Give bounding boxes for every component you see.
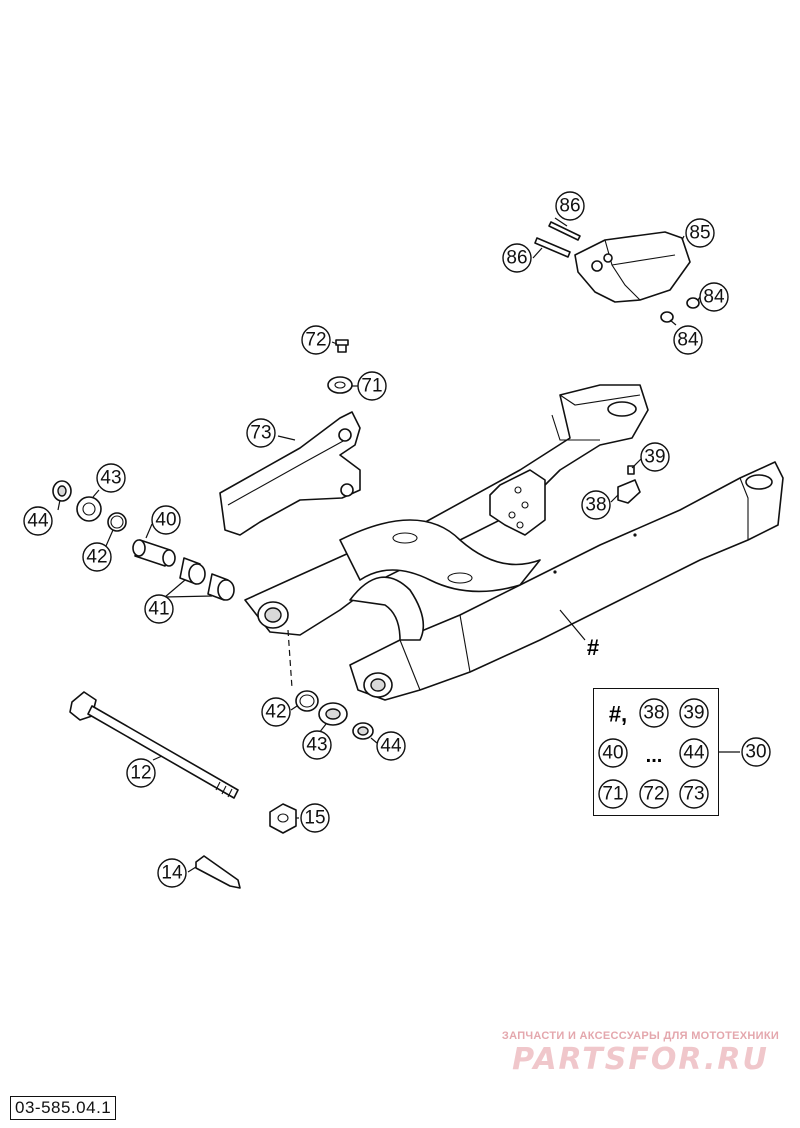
svg-text:72: 72 xyxy=(305,330,326,351)
svg-text:86: 86 xyxy=(506,248,527,269)
callout-43-upper: 43 xyxy=(96,463,126,493)
callout-15: 15 xyxy=(300,803,330,833)
callout-43-lower: 43 xyxy=(302,730,332,760)
washer-part xyxy=(327,376,353,394)
callout-85: 85 xyxy=(685,218,715,248)
cap-nut-part xyxy=(660,297,700,323)
lower-bearing-part xyxy=(318,702,348,726)
callout-44-lower: 44 xyxy=(376,731,406,761)
svg-text:71: 71 xyxy=(361,376,382,397)
callout-72: 72 xyxy=(301,325,331,355)
callout-39: 39 xyxy=(640,442,670,472)
chain-guide-part xyxy=(574,231,691,303)
drawing-code-label: 03-585.04.1 xyxy=(10,1096,117,1120)
svg-text:86: 86 xyxy=(559,196,580,217)
svg-text:43: 43 xyxy=(306,735,327,756)
svg-text:42: 42 xyxy=(265,702,286,723)
callout-86-upper: 86 xyxy=(555,191,585,221)
frame-marker: # xyxy=(587,635,599,660)
svg-text:12: 12 xyxy=(130,763,151,784)
callout-38: 38 xyxy=(581,490,611,520)
svg-text:73: 73 xyxy=(250,423,271,444)
callout-42-lower: 42 xyxy=(261,697,291,727)
bolt-part xyxy=(534,221,581,258)
ring-part xyxy=(107,512,127,532)
callout-30: 30 xyxy=(741,737,771,767)
callout-84-upper: 84 xyxy=(699,282,729,312)
svg-text:44: 44 xyxy=(683,743,705,764)
svg-text:30: 30 xyxy=(745,742,766,763)
callout-41: 41 xyxy=(144,594,174,624)
callout-71: 71 xyxy=(357,371,387,401)
svg-text:38: 38 xyxy=(585,495,606,516)
watermark: ЗАПЧАСТИ И АКСЕССУАРЫ ДЛЯ МОТОТЕХНИКИ PA… xyxy=(488,1030,793,1078)
svg-text:38: 38 xyxy=(643,703,664,724)
svg-text:44: 44 xyxy=(27,511,49,532)
legend-item-44: 44 xyxy=(679,738,709,768)
callout-40: 40 xyxy=(151,505,181,535)
svg-text:84: 84 xyxy=(703,287,725,308)
legend-item-40: 40 xyxy=(598,738,628,768)
legend-item-72: 72 xyxy=(639,779,669,809)
svg-text:72: 72 xyxy=(643,784,664,805)
swingarm-frame xyxy=(244,384,784,701)
lower-seal-part xyxy=(352,722,374,740)
svg-text:14: 14 xyxy=(161,863,183,884)
svg-text:42: 42 xyxy=(86,547,107,568)
watermark-caption: ЗАПЧАСТИ И АКСЕССУАРЫ ДЛЯ МОТОТЕХНИКИ xyxy=(501,1030,780,1042)
svg-text:44: 44 xyxy=(380,736,402,757)
callout-14: 14 xyxy=(157,858,187,888)
svg-text:15: 15 xyxy=(304,808,325,829)
callout-44-upper: 44 xyxy=(23,506,53,536)
bushing-part xyxy=(132,539,176,567)
legend-hash: #, xyxy=(609,702,627,727)
seal-part xyxy=(52,480,72,502)
svg-text:85: 85 xyxy=(689,223,710,244)
watermark-logo: PARTSFOR.RU xyxy=(512,1042,769,1077)
svg-text:43: 43 xyxy=(100,468,121,489)
clip-part xyxy=(617,465,641,504)
needle-bearing-part xyxy=(179,557,235,601)
legend-item-39: 39 xyxy=(679,698,709,728)
svg-text:84: 84 xyxy=(677,330,699,351)
svg-text:41: 41 xyxy=(148,599,169,620)
svg-text:40: 40 xyxy=(602,743,623,764)
callout-84-lower: 84 xyxy=(673,325,703,355)
legend-contents: #, 38 39 40 ... 44 71 72 73 xyxy=(598,698,709,809)
callout-86-lower: 86 xyxy=(502,243,532,273)
bearing-part xyxy=(76,496,102,522)
legend-ellipsis: ... xyxy=(646,745,663,767)
kit-legend-box xyxy=(593,688,719,816)
legend-item-71: 71 xyxy=(598,779,628,809)
legend-item-73: 73 xyxy=(679,779,709,809)
callout-73: 73 xyxy=(246,418,276,448)
chain-slide-part xyxy=(219,411,361,536)
callout-12: 12 xyxy=(126,758,156,788)
svg-text:39: 39 xyxy=(683,703,704,724)
legend-item-38: 38 xyxy=(639,698,669,728)
screw-part xyxy=(335,339,349,353)
pin-tool-part xyxy=(195,855,241,889)
svg-text:73: 73 xyxy=(683,784,704,805)
svg-text:39: 39 xyxy=(644,447,665,468)
svg-text:71: 71 xyxy=(602,784,623,805)
nut-part xyxy=(269,803,297,834)
callout-42-upper: 42 xyxy=(82,542,112,572)
svg-text:40: 40 xyxy=(155,510,176,531)
lower-ring-part xyxy=(295,690,319,712)
pivot-bolt-part xyxy=(69,691,239,799)
